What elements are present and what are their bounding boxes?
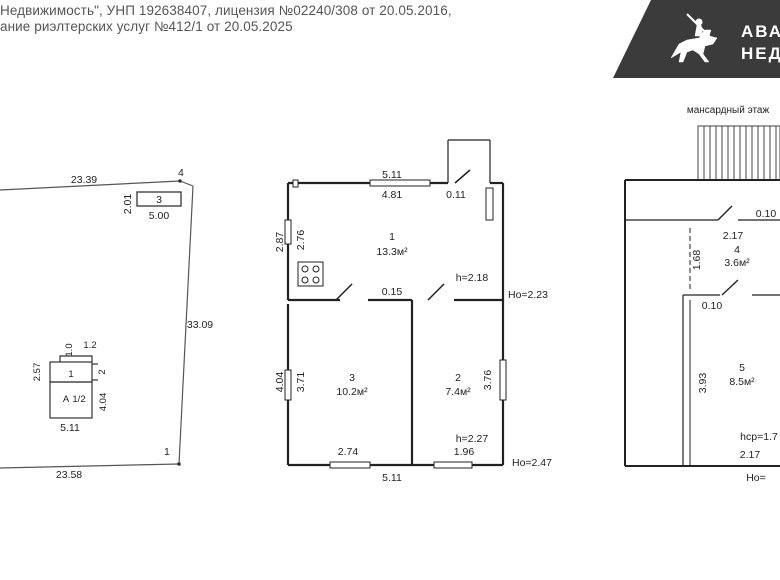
room5-width: 2.17 xyxy=(740,449,761,461)
logo-background xyxy=(613,0,780,78)
house-footprint xyxy=(49,355,98,419)
room2-height: 3.76 xyxy=(482,370,494,391)
site-bottom-length: 23.58 xyxy=(56,469,82,481)
ho-top: Ho=2.23 xyxy=(508,289,548,301)
height-bottom: h=2.27 xyxy=(456,433,489,445)
house-side-right: 4.04 xyxy=(98,393,109,412)
room1-width: 4.81 xyxy=(382,189,403,201)
room1-area: 13.3м² xyxy=(376,246,408,258)
ground-floor-openings xyxy=(284,179,507,469)
site-right-length: 33.09 xyxy=(187,319,213,331)
ground-outer-bottom: 5.11 xyxy=(382,472,402,484)
site-corner-bottom: 1 xyxy=(164,446,170,458)
room4-height: 1.68 xyxy=(691,250,703,271)
license-line-1: Недвижимость", УНП 192638407, лицензия №… xyxy=(0,3,452,18)
house-side-left: 2.57 xyxy=(32,363,43,382)
attic-stairs xyxy=(697,125,780,181)
ho-bottom: Ho=2.47 xyxy=(512,457,552,469)
room5-number: 5 xyxy=(739,362,745,374)
ground-outer-left-top: 2.87 xyxy=(274,232,286,253)
room4-number: 4 xyxy=(734,244,740,256)
room3-width: 2.74 xyxy=(338,446,359,458)
attic-gap-mid: 0.10 xyxy=(702,300,723,312)
room2-number: 2 xyxy=(455,372,461,384)
outbuilding-width: 5.00 xyxy=(149,210,170,222)
license-line-2: ание риэлтерских услуг №412/1 от 20.05.2… xyxy=(0,19,293,34)
room3-area: 10.2м² xyxy=(336,386,368,398)
room4-area: 3.6м² xyxy=(724,257,750,269)
stove-burners xyxy=(301,265,320,284)
ground-outer-top: 5.11 xyxy=(382,169,402,181)
porch-gap: 0.11 xyxy=(446,189,466,201)
room5-area: 8.5м² xyxy=(729,376,755,388)
stove-icon xyxy=(297,261,324,287)
room3-number: 3 xyxy=(349,372,355,384)
outbuilding-3 xyxy=(136,191,182,207)
room2-area: 7.4м² xyxy=(445,386,471,398)
ground-floor-plan: 5.11 4.81 0.11 2.87 2.76 1 13.3м² 0.15 h… xyxy=(274,139,552,484)
wall-gap: 0.15 xyxy=(382,286,403,298)
outbuilding-number: 3 xyxy=(156,194,162,206)
house-block-1: 1 xyxy=(68,369,73,380)
knight-on-horse-icon xyxy=(670,13,718,63)
room5-height: 3.93 xyxy=(697,373,709,394)
house-small-a: 2 xyxy=(97,369,108,374)
site-plan: 23.39 4 2.01 3 5.00 33.09 1 23.58 1.0 1.… xyxy=(0,167,213,481)
house-top-b: 1.2 xyxy=(83,340,96,351)
attic-floor-plan: мансардный этаж xyxy=(624,105,780,484)
room1-number: 1 xyxy=(389,231,395,243)
attic-gap-top: 0.10 xyxy=(756,208,777,220)
outbuilding-depth: 2.01 xyxy=(122,194,134,215)
height-top: h=2.18 xyxy=(456,272,489,284)
ground-outer-left-bottom: 4.04 xyxy=(274,372,286,393)
room1-height: 2.76 xyxy=(295,230,307,251)
house-block-2-sub: 1/2 xyxy=(72,394,85,405)
room2-width: 1.96 xyxy=(454,446,475,458)
attic-title: мансардный этаж xyxy=(687,105,770,116)
attic-doors xyxy=(717,205,739,296)
attic-hcp: hср=1.7 xyxy=(740,431,778,443)
ground-floor-doors xyxy=(335,169,471,301)
logo-text-line-2: НЕДВ xyxy=(741,44,780,63)
room4-width: 2.17 xyxy=(723,230,744,242)
site-corner-top: 4 xyxy=(178,167,184,179)
attic-walls xyxy=(624,179,780,467)
site-top-length: 23.39 xyxy=(71,174,97,186)
attic-ho: Ho= xyxy=(746,472,766,484)
house-top-a: 1.0 xyxy=(64,343,75,356)
house-bottom-width: 5.11 xyxy=(60,422,80,434)
room3-height: 3.71 xyxy=(295,372,307,393)
house-block-2: А xyxy=(63,394,70,405)
